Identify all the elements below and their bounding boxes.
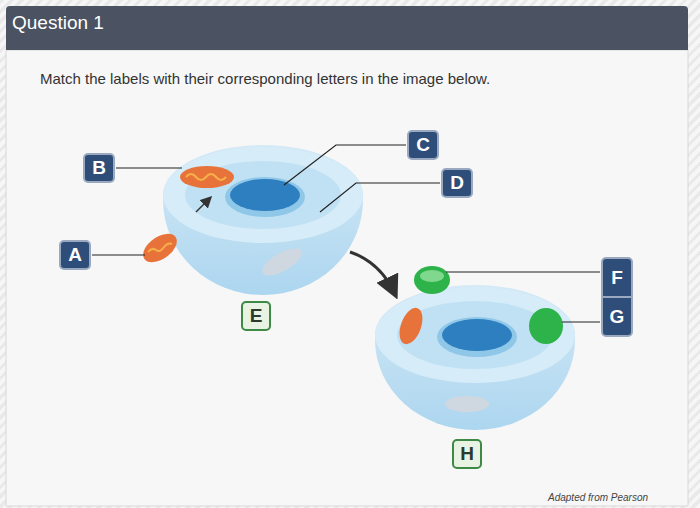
letter-cell: E [243, 303, 269, 329]
letter-label: H [460, 443, 474, 465]
letter-label: A [68, 244, 82, 266]
letter-cell: C [409, 132, 437, 158]
letter-cell: G [603, 298, 631, 335]
letter-cell: H [454, 441, 480, 467]
letter-cell: F [603, 259, 631, 296]
instruction-text: Match the labels with their correspondin… [40, 70, 490, 87]
letter-box: B [83, 153, 115, 183]
letter-cell: A [61, 242, 89, 268]
letter-label: F [611, 267, 623, 289]
letter-label: D [450, 172, 464, 194]
letter-cell: B [85, 155, 113, 181]
box-divider [603, 296, 631, 298]
letter-label: B [92, 157, 106, 179]
letter-cell: D [443, 170, 471, 196]
letter-box: A [59, 240, 91, 270]
question-title: Question 1 [12, 12, 104, 34]
letter-box: E [241, 301, 271, 331]
letter-box: H [452, 439, 482, 469]
letter-label: E [250, 305, 263, 327]
letter-box: C [407, 130, 439, 160]
credit-note: Adapted from Pearson [548, 492, 648, 503]
letter-box: D [441, 168, 473, 198]
letter-box: FG [601, 257, 633, 337]
letter-label: G [610, 306, 625, 328]
header-bar [6, 6, 688, 50]
letter-label: C [416, 134, 430, 156]
